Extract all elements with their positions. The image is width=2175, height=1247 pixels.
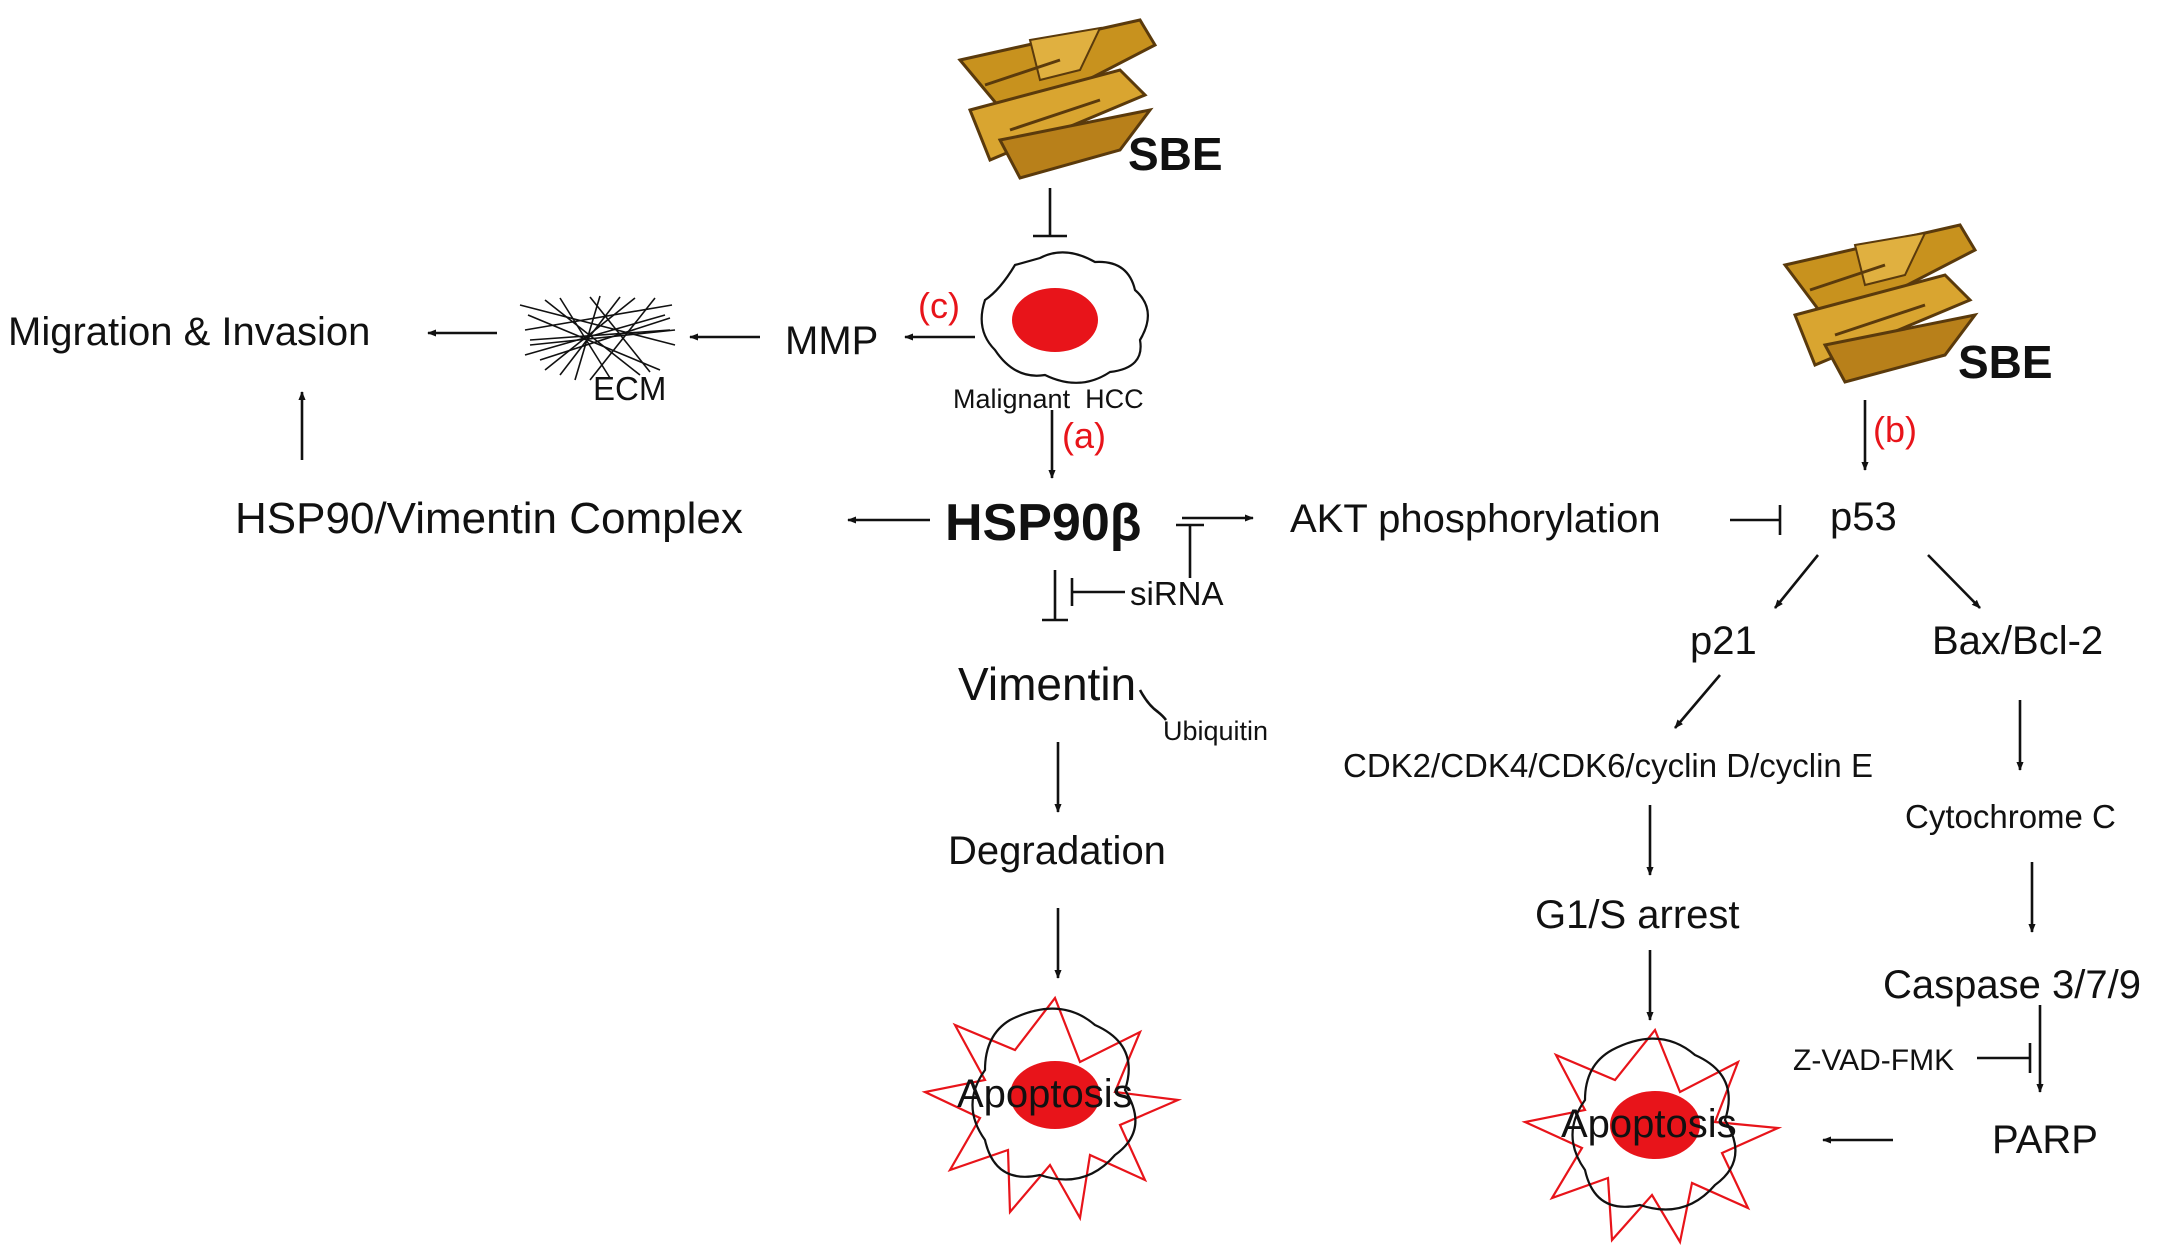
- arrow-p53-to-bax: [1927, 554, 1981, 609]
- ubiquitin-label: Ubiquitin: [1163, 716, 1268, 746]
- label-c: (c): [918, 285, 960, 326]
- sbe-label-top: SBE: [1128, 128, 1223, 180]
- apoptosis-label-right: Apoptosis: [1561, 1102, 1737, 1146]
- sbe-root-image-right: [1782, 223, 1979, 384]
- hsp90b-label: HSP90β: [945, 494, 1142, 552]
- apoptosis-label-left: Apoptosis: [957, 1072, 1133, 1116]
- g1s-arrest-label: G1/S arrest: [1535, 893, 1740, 937]
- sirna-label: siRNA: [1130, 575, 1224, 612]
- akt-phosphorylation-label: AKT phosphorylation: [1290, 497, 1661, 541]
- ecm-label: ECM: [593, 370, 666, 407]
- cdk-cyclin-label: CDK2/CDK4/CDK6/cyclin D/cyclin E: [1343, 747, 1873, 784]
- arrow-p53-to-p21: [1773, 554, 1820, 609]
- arrow-p21-to-cdk: [1674, 674, 1721, 729]
- sbe-label-right: SBE: [1958, 336, 2053, 388]
- label-a: (a): [1062, 415, 1106, 456]
- hsp90-vimentin-complex-label: HSP90/Vimentin Complex: [235, 494, 743, 543]
- malignant-hcc-label: Malignant HCC: [953, 384, 1144, 414]
- ubiquitin-tag-line: [1138, 689, 1168, 721]
- degradation-label: Degradation: [948, 829, 1166, 873]
- mmp-label: MMP: [785, 319, 878, 363]
- migration-invasion-label: Migration & Invasion: [8, 310, 370, 354]
- p21-label: p21: [1690, 619, 1757, 663]
- zvad-fmk-label: Z-VAD-FMK: [1793, 1044, 1954, 1077]
- p53-label: p53: [1830, 495, 1897, 539]
- label-b: (b): [1873, 409, 1917, 450]
- vimentin-label: Vimentin: [958, 658, 1136, 710]
- sbe-root-image-top: [957, 18, 1158, 180]
- caspase-label: Caspase 3/7/9: [1883, 963, 2141, 1007]
- apoptosis-cell-icon-right: [1521, 1027, 1783, 1246]
- ecm-mesh-icon: [519, 295, 676, 381]
- cytochrome-c-label: Cytochrome C: [1905, 798, 2116, 835]
- parp-label: PARP: [1992, 1118, 2098, 1162]
- bax-bcl2-label: Bax/Bcl-2: [1932, 619, 2103, 663]
- apoptosis-cell-icon-left: [921, 995, 1183, 1222]
- malignant-hcc-cell-icon: [980, 251, 1149, 384]
